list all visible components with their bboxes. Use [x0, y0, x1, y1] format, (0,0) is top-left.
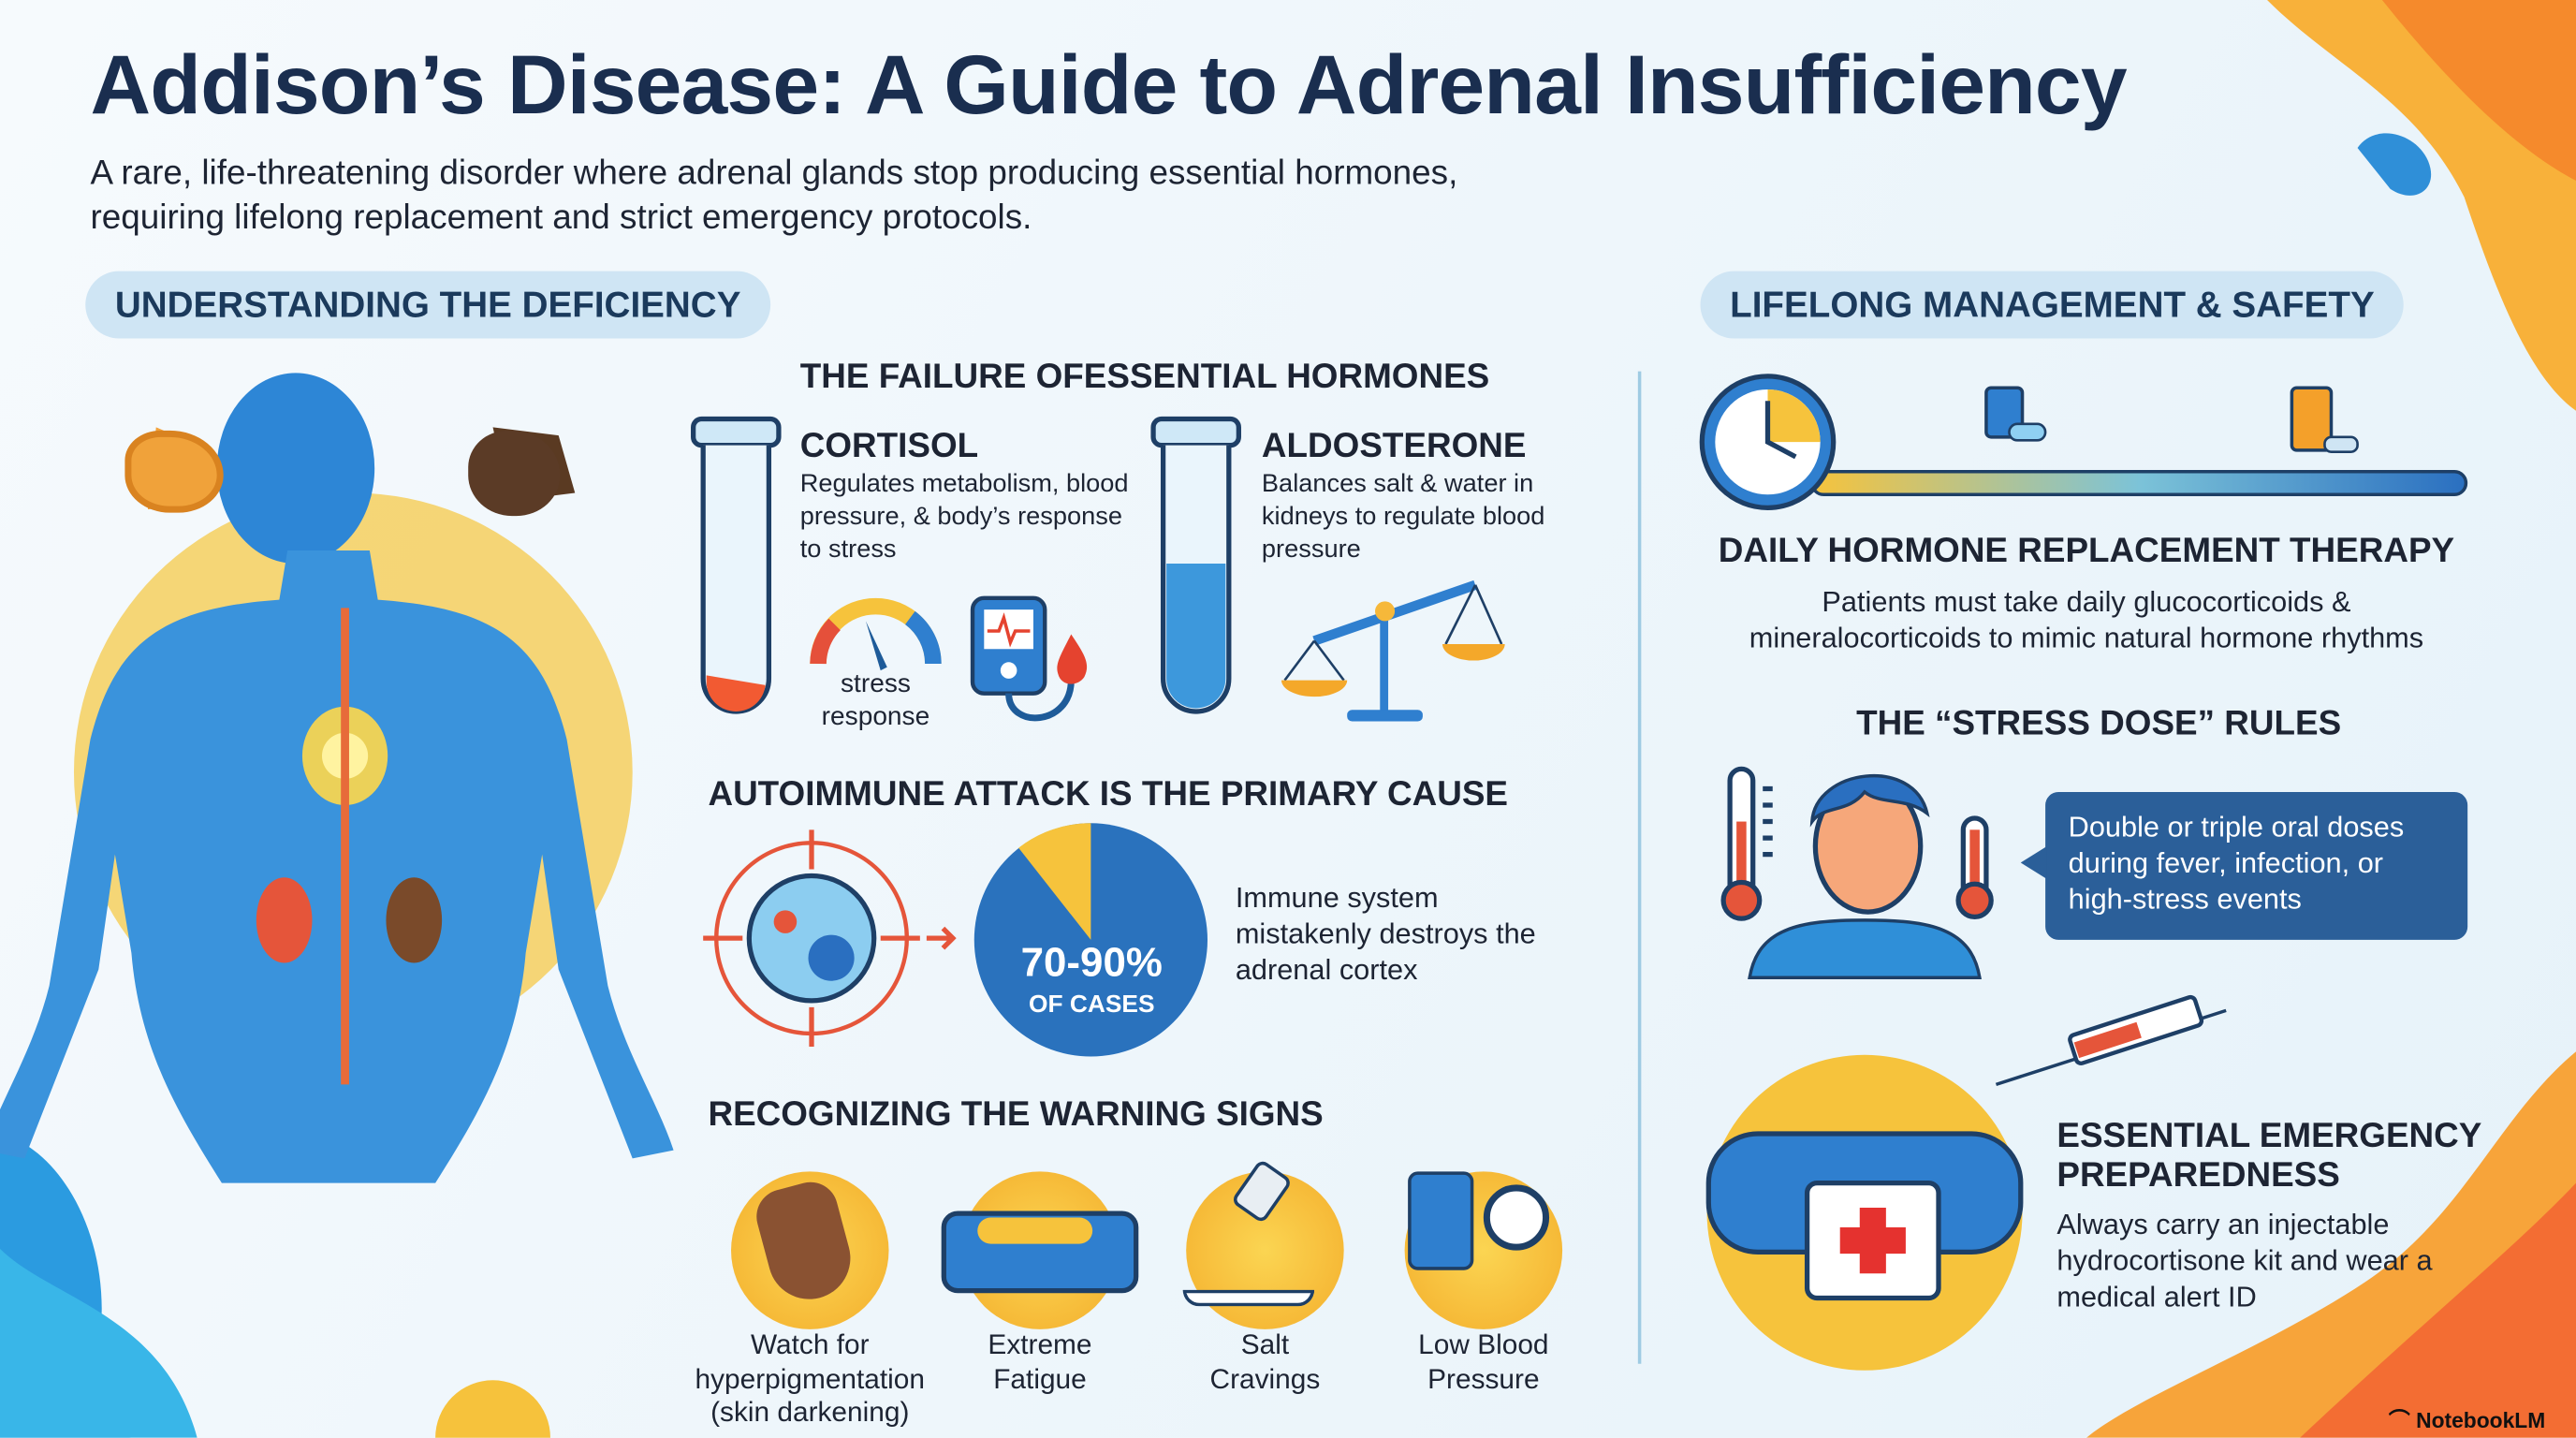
cortisol-test-tube-icon	[691, 416, 782, 714]
cortisol-title: CORTISOL	[799, 427, 979, 465]
therapy-description: Patients must take daily glucocorticoids…	[1660, 583, 2514, 655]
low-blood-pressure-icon	[1404, 1171, 1563, 1329]
salt-shaker-icon	[1182, 1158, 1344, 1329]
autoimmune-stat-label: OF CASES	[1028, 990, 1155, 1020]
hyperpigmentation-hand-icon	[731, 1171, 889, 1329]
blood-pressure-monitor-icon	[970, 595, 1088, 722]
label-line: Low Blood	[1418, 1328, 1549, 1361]
stress-dose-heading: THE “STRESS DOSE” RULES	[1856, 704, 2342, 743]
daily-timeline-icon	[1699, 374, 2468, 510]
therapy-heading: DAILY HORMONE REPLACEMENT THERAPY	[1718, 532, 2455, 571]
autoimmune-pie-chart	[973, 823, 1208, 1057]
page-subtitle: A rare, life-threatening disorder where …	[90, 154, 1458, 237]
label-line: hyperpigmentation	[695, 1362, 926, 1395]
warning-signs-heading: RECOGNIZING THE WARNING SIGNS	[708, 1095, 1324, 1135]
medical-alert-bracelet-syringe-icon	[1705, 994, 2227, 1371]
label-line: Pressure	[1427, 1362, 1540, 1395]
therapy-desc-line: Patients must take daily glucocorticoids…	[1822, 584, 2351, 618]
autoimmune-stat: 70-90%	[1020, 939, 1163, 987]
label-line: Extreme	[988, 1328, 1092, 1361]
bubble-tail	[2020, 845, 2047, 879]
immune-cell-target-icon	[703, 829, 957, 1047]
stress-dose-bubble: Double or triple oral doses during fever…	[2045, 791, 2468, 940]
brand-text: NotebookLM	[2416, 1408, 2546, 1433]
therapy-desc-line: mineralocorticoids to mimic natural horm…	[1749, 621, 2424, 654]
label-line: Cravings	[1209, 1362, 1321, 1395]
fatigue-sofa-icon	[941, 1171, 1139, 1329]
label-line: Watch for	[750, 1328, 870, 1361]
gauge-label-line2: response	[821, 703, 930, 732]
stress-gauge-label: stress response	[809, 668, 944, 734]
label-line: (skin darkening)	[710, 1396, 910, 1429]
stress-gauge-icon	[810, 597, 942, 671]
damaged-adrenal-gland-icon	[468, 430, 561, 517]
section-divider	[1637, 371, 1642, 1364]
emergency-heading-line: ESSENTIAL EMERGENCY	[2056, 1117, 2482, 1155]
cortisol-description: Regulates metabolism, blood pressure, & …	[799, 469, 1129, 564]
hormones-heading: THE FAILURE OFESSENTIAL HORMONES	[799, 358, 1490, 396]
pie-slice-other	[1018, 823, 1091, 940]
section-pill-management: LIFELONG MANAGEMENT & SAFETY	[1700, 271, 2405, 339]
notebooklm-logo-icon: ⌒	[2388, 1408, 2417, 1433]
section-pill-understanding: UNDERSTANDING THE DEFICIENCY	[85, 271, 771, 339]
aldosterone-description: Balances salt & water in kidneys to regu…	[1261, 469, 1545, 564]
sick-person-thermometer-icon	[1720, 766, 1994, 980]
gauge-label-line1: stress	[841, 670, 911, 698]
autoimmune-heading: AUTOIMMUNE ATTACK IS THE PRIMARY CAUSE	[708, 775, 1509, 814]
notebooklm-brand: ⌒ NotebookLM	[2389, 1403, 2545, 1434]
emergency-heading-line: PREPAREDNESS	[2056, 1156, 2340, 1195]
aldosterone-test-tube-icon	[1150, 416, 1241, 714]
page-title: Addison’s Disease: A Guide to Adrenal In…	[90, 37, 2128, 132]
autoimmune-description: Immune system mistakenly destroys the ad…	[1235, 880, 1536, 987]
label-line: Fatigue	[993, 1362, 1087, 1395]
aldosterone-title: ALDOSTERONE	[1261, 427, 1527, 465]
balance-scale-icon	[1281, 580, 1505, 722]
label-line: Salt	[1240, 1328, 1290, 1361]
emergency-description: Always carry an injectable hydrocortison…	[2056, 1207, 2433, 1313]
healthy-adrenal-gland-icon	[124, 430, 224, 513]
